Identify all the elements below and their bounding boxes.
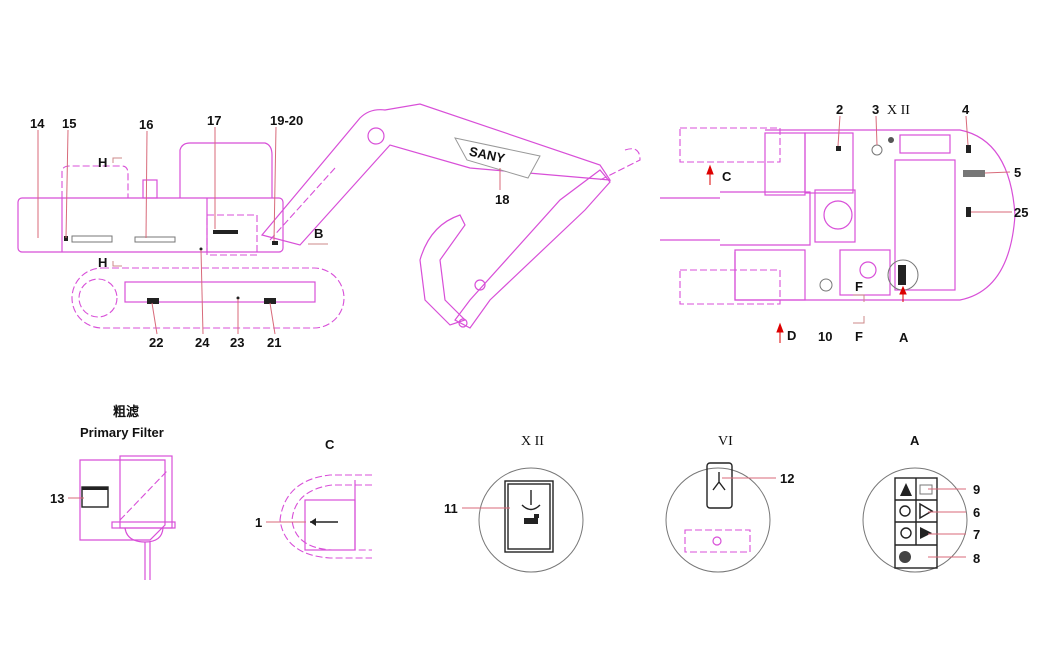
detail-view-a: A 9 6 7 8 [862, 433, 980, 573]
view-mark-f-upper: F [855, 279, 863, 294]
callout-19-20: 19-20 [270, 113, 303, 128]
callout-15: 15 [62, 116, 76, 131]
view-mark-c: C [722, 169, 732, 184]
callout-18: 18 [495, 192, 509, 207]
callout-1: 1 [255, 515, 262, 530]
view-a-title: A [910, 433, 920, 448]
callout-a: A [899, 330, 909, 345]
view-mark-f-lower: F [855, 329, 863, 344]
callout-21: 21 [267, 335, 281, 350]
callout-11: 11 [444, 501, 458, 516]
primary-filter-title-en: Primary Filter [80, 425, 164, 440]
section-mark-b: B [314, 226, 323, 241]
callout-23: 23 [230, 335, 244, 350]
callout-5: 5 [1014, 165, 1021, 180]
view-mark-d: D [787, 328, 796, 343]
boom-logo-text: SANY [468, 144, 507, 166]
view-c-title: C [325, 437, 335, 452]
section-mark-h-top: H [98, 155, 107, 170]
view-xii-title: X II [521, 434, 544, 449]
callout-25: 25 [1014, 205, 1028, 220]
callout-8: 8 [973, 551, 980, 566]
callout-24: 24 [195, 335, 210, 350]
detail-view-vi: VI 12 [665, 434, 794, 573]
callout-17: 17 [207, 113, 221, 128]
primary-filter-title-cn: 粗滤 [113, 404, 139, 419]
callout-9: 9 [973, 482, 980, 497]
callout-22: 22 [149, 335, 163, 350]
detail-primary-filter: 粗滤 Primary Filter 13 [50, 404, 176, 580]
callout-6: 6 [973, 505, 980, 520]
detail-view-c: C 1 [255, 437, 372, 559]
callout-12: 12 [780, 471, 794, 486]
callout-2: 2 [836, 102, 843, 117]
callout-14: 14 [30, 116, 45, 131]
callout-7: 7 [973, 527, 980, 542]
callout-4: 4 [962, 102, 970, 117]
top-view-excavator [660, 127, 1016, 343]
side-view-excavator: SANY [17, 103, 641, 329]
callout-10: 10 [818, 329, 832, 344]
view-vi-title: VI [718, 434, 733, 449]
view-mark-xii: X II [887, 103, 910, 118]
callout-13: 13 [50, 491, 64, 506]
callout-16: 16 [139, 117, 153, 132]
section-mark-h-bottom: H [98, 255, 107, 270]
side-view-callouts: 14 15 16 17 19-20 18 22 24 23 21 H H B [30, 113, 509, 350]
top-view-callouts: 2 3 X II 4 5 25 10 A C D F F [722, 102, 1028, 345]
callout-3: 3 [872, 102, 879, 117]
detail-view-xii: X II 11 [444, 434, 584, 573]
